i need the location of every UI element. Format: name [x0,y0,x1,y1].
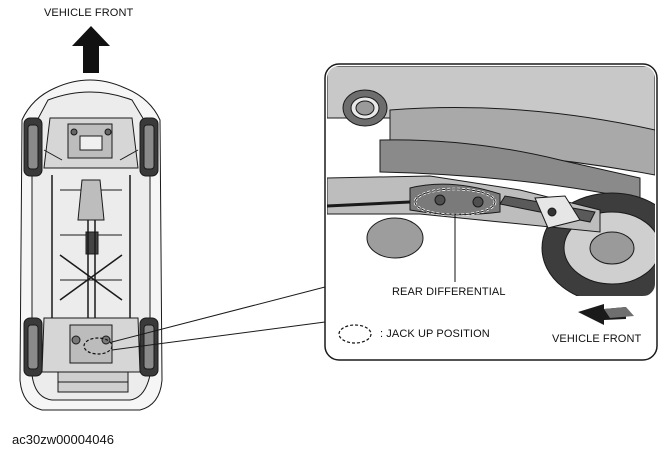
leader-lines [111,286,326,351]
figure-id: ac30zw00004046 [12,432,114,447]
rear-differential-label: REAR DIFFERENTIAL [392,286,506,298]
dashed-ellipse-icon [338,324,372,344]
jack-up-position-label: : JACK UP POSITION [380,328,490,340]
left-arrow-icon [578,304,634,325]
inset-panel [324,63,658,361]
inset-vehicle-front-label: VEHICLE FRONT [552,333,642,345]
vehicle-front-label: VEHICLE FRONT [44,7,134,19]
jack-point-marker [83,337,113,355]
up-arrow-icon [72,26,110,73]
car-underbody [19,79,163,411]
